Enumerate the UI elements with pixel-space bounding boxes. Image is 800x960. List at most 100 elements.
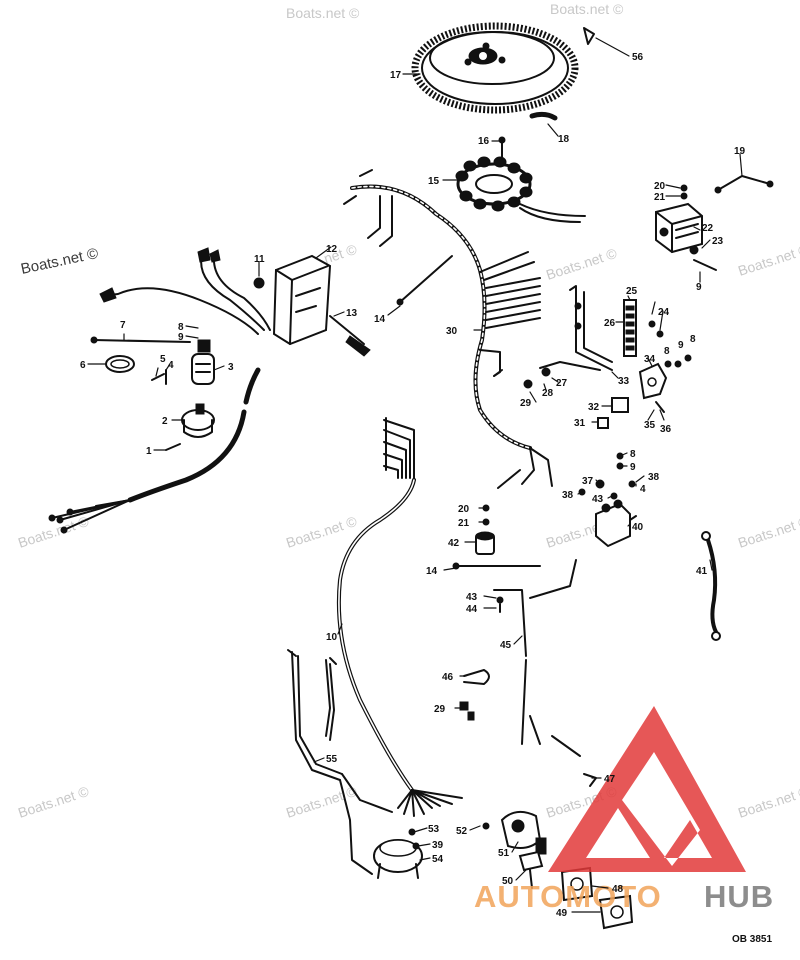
grommet xyxy=(253,277,265,289)
callout-33: 33 xyxy=(618,376,630,387)
callout-46: 46 xyxy=(442,672,454,683)
callout-15: 15 xyxy=(428,176,440,187)
callout-34: 34 xyxy=(644,354,656,365)
callout-50: 50 xyxy=(502,876,514,887)
stator xyxy=(455,156,586,223)
callout-5: 5 xyxy=(160,354,166,365)
diagram-code: OB 3851 xyxy=(732,934,772,945)
callout-18: 18 xyxy=(558,134,570,145)
callout-39: 39 xyxy=(432,840,444,851)
callout-40: 40 xyxy=(632,522,644,533)
callout-2: 2 xyxy=(162,416,168,427)
callout-17: 17 xyxy=(390,70,402,81)
callout-26: 26 xyxy=(604,318,616,329)
terminal-block xyxy=(623,299,637,357)
callout-9d: 9 xyxy=(630,462,636,473)
fastener xyxy=(459,701,475,721)
callout-41: 41 xyxy=(696,566,708,577)
watermark: Boats.net © xyxy=(544,245,619,283)
leader-lines xyxy=(87,37,743,913)
callout-54: 54 xyxy=(432,854,444,865)
callout-52: 52 xyxy=(456,826,468,837)
ignition-coil xyxy=(191,339,215,385)
callout-30: 30 xyxy=(446,326,458,337)
watermark: Boats.net © xyxy=(550,1,624,17)
relay-cover xyxy=(597,417,609,429)
callout-51: 51 xyxy=(498,848,510,859)
hold-cap xyxy=(105,355,135,373)
callout-55: 55 xyxy=(326,754,338,765)
callout-35: 35 xyxy=(644,420,656,431)
motor-harness xyxy=(336,417,463,817)
timing-ring xyxy=(529,111,558,121)
clip xyxy=(583,773,597,787)
clip xyxy=(463,669,490,685)
corner-watermark: Boats.net © xyxy=(19,245,99,278)
spark-plug-leads xyxy=(99,247,271,335)
callout-29: 29 xyxy=(520,398,532,409)
callout-38: 38 xyxy=(648,472,660,483)
watermark: Boats.net © xyxy=(16,783,91,821)
callout-3: 3 xyxy=(228,362,234,373)
capacitor xyxy=(475,531,495,555)
logo-text-hub: HUB xyxy=(704,879,774,914)
regulator xyxy=(655,202,703,255)
watermark: Boats.net © xyxy=(736,783,800,821)
battery-lead xyxy=(706,538,718,634)
callout-12: 12 xyxy=(326,244,338,255)
callout-20: 20 xyxy=(654,181,666,192)
callout-24: 24 xyxy=(658,307,670,318)
screw xyxy=(655,401,665,413)
automotohub-logo: AUTOMOTO HUB xyxy=(474,706,774,914)
callout-8: 8 xyxy=(178,322,184,333)
wire-27 xyxy=(539,361,601,371)
lead-13-boot xyxy=(345,335,371,357)
callouts: 1 2 3 4 5 6 7 8 9 10 11 12 13 14 15 16 1… xyxy=(80,52,746,919)
mounting-plate xyxy=(560,866,634,930)
cd-module xyxy=(272,254,332,346)
callout-22: 22 xyxy=(702,223,714,234)
callout-4b: 4 xyxy=(640,484,646,495)
callout-21b: 21 xyxy=(458,518,470,529)
callout-23: 23 xyxy=(712,236,724,247)
callout-37: 37 xyxy=(582,476,594,487)
starter-solenoid-bracket xyxy=(638,362,668,400)
callout-11: 11 xyxy=(254,254,265,265)
callout-36: 36 xyxy=(660,424,672,435)
callout-14b: 14 xyxy=(426,566,438,577)
callout-4: 4 xyxy=(168,360,174,371)
callout-13: 13 xyxy=(346,308,358,319)
key-part xyxy=(583,27,595,45)
callout-8c: 8 xyxy=(690,334,696,345)
screw xyxy=(693,259,717,271)
clamp xyxy=(181,403,215,438)
callout-49: 49 xyxy=(556,908,568,919)
callout-20b: 20 xyxy=(458,504,470,515)
watermark: Boats.net © xyxy=(736,241,800,279)
callout-31: 31 xyxy=(574,418,586,429)
callout-53: 53 xyxy=(428,824,440,835)
callout-42: 42 xyxy=(448,538,460,549)
flywheel xyxy=(411,22,579,114)
callout-32: 32 xyxy=(588,402,600,413)
watermark: Boats.net © xyxy=(284,513,359,551)
callout-8d: 8 xyxy=(630,449,636,460)
clip xyxy=(493,369,503,377)
callout-14: 14 xyxy=(374,314,386,325)
logo-triangle xyxy=(548,706,746,872)
callout-10: 10 xyxy=(326,632,338,643)
ignition-key xyxy=(518,850,544,889)
watermark-layer: Boats.net © Boats.net © Boats.net © Boat… xyxy=(16,1,800,821)
callout-16: 16 xyxy=(478,136,490,147)
callout-1: 1 xyxy=(146,446,152,457)
screw xyxy=(165,443,181,451)
main-harness xyxy=(343,169,553,489)
screw xyxy=(151,373,165,381)
callout-44: 44 xyxy=(466,604,478,615)
ignition-switch xyxy=(482,810,547,855)
callout-38b: 38 xyxy=(562,490,574,501)
callout-27: 27 xyxy=(556,378,568,389)
callout-47: 47 xyxy=(604,774,616,785)
callout-56: 56 xyxy=(632,52,644,63)
